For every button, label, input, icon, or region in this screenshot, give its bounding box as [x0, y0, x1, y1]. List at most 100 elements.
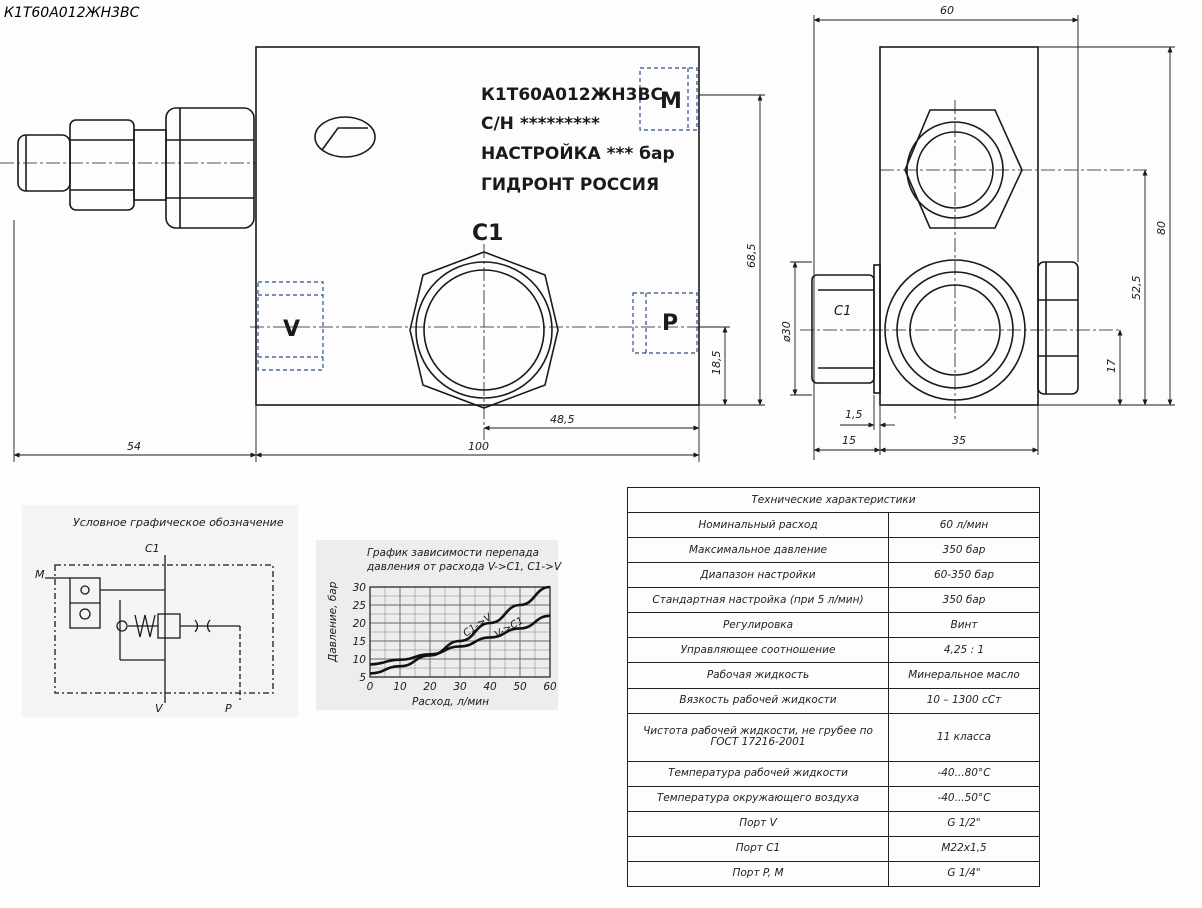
schematic-title: Условное графическое обозначение [73, 516, 284, 529]
x-tick-label: 0 [367, 681, 374, 693]
x-tick-label: 40 [483, 681, 497, 693]
spec-param: Управляющее соотношение [627, 637, 889, 664]
dim-17: 17 [1105, 359, 1118, 373]
spec-param: Стандартная настройка (при 5 л/мин) [627, 587, 889, 614]
x-tick-label: 50 [513, 681, 527, 693]
port-p-label: P [662, 311, 678, 336]
spec-param: Температура окружающего воздуха [627, 785, 889, 812]
spec-value: -40...80°С [888, 760, 1040, 787]
hydraulic-schematic: Условное графическое обозначение C1 M V … [22, 505, 298, 717]
spec-value: 350 бар [888, 587, 1040, 614]
center-lines [0, 162, 700, 440]
port-c1-label: C1 [472, 221, 503, 246]
dim-35: 35 [952, 434, 966, 447]
graph-title-1: График зависимости перепада [367, 547, 539, 559]
port-v-label: V [283, 317, 300, 342]
front-dimensions [13, 94, 765, 462]
table-row: Температура окружающего воздуха-40...50°… [627, 785, 1040, 812]
spec-param: Диапазон настройки [627, 562, 889, 589]
port-v-hidden [257, 281, 324, 371]
series-line-1 [369, 585, 551, 675]
table-row: Чистота рабочей жидкости, не грубее по Г… [627, 712, 1040, 762]
marking-line-2: С/Н ********* [481, 114, 600, 134]
side-c1-fitting [811, 274, 875, 384]
spec-value: G 1/2" [888, 810, 1040, 837]
spec-param: Номинальный расход [627, 512, 889, 539]
x-tick-label: 30 [453, 681, 467, 693]
y-tick-label: 25 [353, 600, 367, 612]
side-body-outline [879, 46, 1039, 406]
spec-table-header-row: Технические характеристики [627, 486, 1040, 514]
y-tick-label: 20 [353, 618, 367, 630]
table-row: Температура рабочей жидкости-40...80°С [627, 760, 1040, 787]
nameplate-marking: К1Т60А012ЖН3ВС С/Н ********* НАСТРОЙКА *… [283, 85, 682, 342]
port-p-hidden [632, 292, 698, 354]
side-right-plug [1037, 261, 1079, 395]
schematic-label-v: V [155, 702, 164, 715]
dim-80: 80 [1155, 221, 1168, 235]
spec-param: Максимальное давление [627, 537, 889, 564]
y-tick-label: 10 [353, 654, 367, 666]
spec-table-title: Технические характеристики [627, 486, 1040, 514]
spec-param: Регулировка [627, 612, 889, 639]
schematic-label-c1: C1 [145, 542, 160, 555]
marking-line-4: ГИДРОНТ РОССИЯ [481, 175, 659, 195]
spec-value: 60-350 бар [888, 562, 1040, 589]
spec-param: Вязкость рабочей жидкости [627, 687, 889, 714]
graph-background [316, 540, 558, 710]
schematic-label-p: P [225, 702, 232, 715]
dim-48-5: 48,5 [550, 413, 575, 426]
spec-value: 350 бар [888, 537, 1040, 564]
spec-value: Винт [888, 612, 1040, 639]
y-tick-label: 15 [353, 636, 367, 648]
side-dimensions [790, 15, 1175, 460]
graph-grid [369, 586, 551, 678]
spec-value: 4,25 : 1 [888, 637, 1040, 664]
side-view [790, 15, 1175, 460]
spec-param: Порт C1 [627, 835, 889, 862]
spec-table: Технические характеристики Номинальный р… [627, 486, 1040, 888]
spec-value: G 1/4" [888, 860, 1040, 888]
dim-30: ø30 [780, 321, 793, 343]
dim-1-5: 1,5 [845, 408, 863, 421]
dim-100: 100 [468, 440, 489, 453]
x-tick-label: 60 [543, 681, 557, 693]
pressure-flow-graph: График зависимости перепада давления от … [316, 540, 562, 710]
side-m-hex [904, 109, 1023, 229]
spec-param: Рабочая жидкость [627, 662, 889, 689]
plot-frame [369, 586, 551, 678]
y-tick-label: 30 [353, 582, 367, 594]
front-dimension-values: 54 100 48,5 68,5 18,5 [127, 244, 758, 454]
graph-xlabel: Расход, л/мин [412, 696, 489, 708]
side-dimension-values: 60 80 52,5 17 ø30 1,5 15 35 C1 [780, 4, 1168, 447]
marking-line-3: НАСТРОЙКА *** бар [481, 142, 675, 164]
schematic-label-m: M [35, 568, 45, 581]
graph-series [369, 585, 551, 675]
dim-60: 60 [940, 4, 954, 17]
port-m-hidden [639, 67, 698, 131]
table-row: Стандартная настройка (при 5 л/мин)350 б… [627, 587, 1040, 614]
dim-68-5: 68,5 [745, 244, 758, 269]
spec-value: -40...50°С [888, 785, 1040, 812]
marking-line-1: К1Т60А012ЖН3ВС [481, 85, 663, 105]
spec-param: Порт P, M [627, 860, 889, 888]
spec-value: 60 л/мин [888, 512, 1040, 539]
cartridge-fitting [17, 107, 255, 229]
graph-title-2: давления от расхода V->C1, C1->V [366, 561, 562, 573]
spec-table-container: Технические характеристики Номинальный р… [627, 486, 1040, 888]
spec-param: Температура рабочей жидкости [627, 760, 889, 787]
spec-value: 11 класса [888, 712, 1040, 762]
spec-value: Минеральное масло [888, 662, 1040, 689]
series-line-2 [369, 614, 551, 666]
dim-15: 15 [842, 434, 856, 447]
